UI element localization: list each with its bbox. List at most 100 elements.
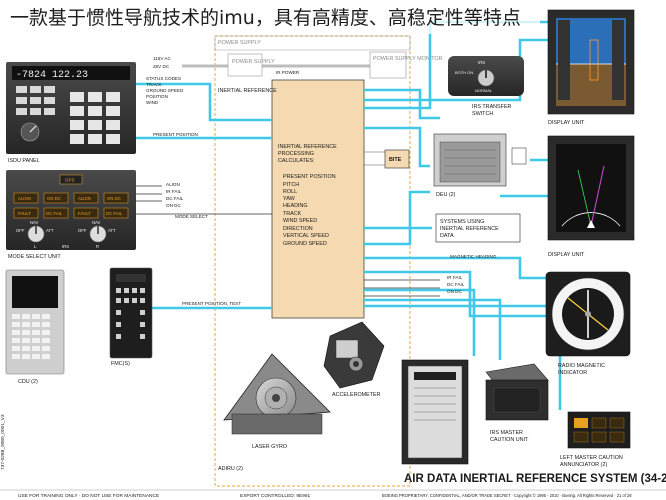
- adiru-label: ADIRU (2): [218, 466, 243, 472]
- isdu-panel: -7824 122.23: [6, 62, 136, 154]
- irs-transfer-switch-label-1: IRS TRANSFER: [472, 104, 512, 110]
- svg-text:INERTIAL REFERENCE: INERTIAL REFERENCE: [278, 144, 337, 150]
- svg-text:FAULT: FAULT: [18, 211, 31, 216]
- irs-master-caution-label-1: IRS MASTER: [490, 430, 523, 436]
- svg-text:WIND SPEED: WIND SPEED: [283, 218, 317, 224]
- svg-text:L: L: [34, 244, 37, 249]
- svg-text:IR FAIL: IR FAIL: [447, 275, 463, 280]
- svg-text:ATT: ATT: [46, 228, 54, 233]
- diagram-title: AIR DATA INERTIAL REFERENCE SYSTEM (34-2…: [404, 473, 666, 485]
- svg-text:OFF: OFF: [78, 228, 87, 233]
- mode-select-unit: GPS ALIGN ALIGN ON DC ON DC FAULT FAULT …: [6, 170, 136, 250]
- svg-text:HEADING: HEADING: [283, 203, 308, 209]
- power-supply-box: [227, 53, 263, 77]
- svg-text:PRESENT POSITION: PRESENT POSITION: [283, 174, 336, 180]
- irs-transfer-switch-label-2: SWITCH: [472, 111, 493, 117]
- power-supply-label: POWER SUPPLY: [232, 59, 275, 65]
- svg-text:DC FAIL: DC FAIL: [106, 211, 123, 216]
- rmi-instrument: [545, 271, 631, 357]
- power-supply-monitor-label: POWER SUPPLY MONITOR: [373, 56, 443, 62]
- systems-using-line-1: SYSTEMS USING: [440, 219, 484, 225]
- svg-text:ON DC: ON DC: [166, 203, 181, 208]
- cdu-label: CDU (2): [18, 379, 38, 385]
- laser-gyro-image: [223, 353, 331, 435]
- parameter-list: PRESENT POSITION PITCH ROLL YAW HEADING …: [283, 174, 336, 247]
- irs-master-caution-unit: [485, 363, 549, 421]
- svg-text:R: R: [96, 244, 99, 249]
- display-unit-1: [547, 9, 635, 115]
- svg-text:GPS: GPS: [65, 178, 75, 183]
- adiru-unit-image: [401, 359, 469, 465]
- bite-label: BITE: [389, 157, 402, 163]
- bite-box: [384, 149, 410, 169]
- power-supply-monitor-box: [369, 51, 407, 79]
- svg-text:ATT: ATT: [108, 228, 116, 233]
- footer-right: BOEING PROPRIETARY, CONFIDENTIAL, AND/OR…: [382, 493, 632, 498]
- isdu-panel-label: ISDU PANEL: [8, 158, 40, 164]
- mode-select-unit-label: MODE SELECT UNIT: [8, 254, 61, 260]
- mode-select-label: MODE SELECT: [175, 214, 208, 219]
- svg-text:DC FAIL: DC FAIL: [46, 211, 63, 216]
- svg-text:ALIGN: ALIGN: [166, 182, 180, 187]
- processing-lines: INERTIAL REFERENCE PROCESSING CALCULATES…: [278, 144, 337, 164]
- footer-left: USE FOR TRAINING ONLY · DO NOT USE FOR M…: [18, 493, 159, 499]
- systems-using-line-3: DATA: [440, 233, 454, 239]
- inertial-reference-label: INERTIAL REFERENCE: [218, 88, 277, 94]
- systems-using-line-2: INERTIAL REFERENCE: [440, 226, 499, 232]
- power-28-label: 28V DC: [153, 64, 170, 69]
- fmc-unit: [109, 267, 153, 359]
- svg-text:NAV: NAV: [92, 220, 101, 225]
- ir-fail-group-labels: IR FAIL DC FAIL ON DC: [447, 275, 465, 294]
- svg-text:NORMAL: NORMAL: [475, 88, 493, 93]
- svg-text:POSITION: POSITION: [146, 94, 168, 99]
- left-master-caution-label-1: LEFT MASTER CAUTION: [560, 455, 623, 461]
- rmi-label-2: INDICATOR: [558, 370, 587, 376]
- power-supply-header: POWER SUPPLY: [218, 40, 261, 46]
- cdu-unit: [5, 269, 65, 375]
- present-position-test-label: PRESENT POSITION, TEST: [182, 301, 241, 306]
- irs-transfer-switch: IRS BOTH ON NORMAL: [448, 56, 524, 96]
- svg-text:STATUS CODES: STATUS CODES: [146, 76, 181, 81]
- svg-text:ALIGN: ALIGN: [18, 196, 31, 201]
- power-supply-header-box: [214, 35, 411, 51]
- svg-text:ON DC: ON DC: [47, 196, 61, 201]
- control-lines: [136, 185, 440, 297]
- svg-text:ROLL: ROLL: [283, 189, 297, 195]
- svg-text:NAV: NAV: [30, 220, 39, 225]
- display-unit-1-label: DISPLAY UNIT: [548, 120, 585, 126]
- svg-text:IR FAIL: IR FAIL: [166, 189, 182, 194]
- laser-gyro-label: LASER GYRO: [252, 444, 287, 450]
- left-master-caution-label-2: ANNUNCIATOR (2): [560, 462, 607, 468]
- svg-text:GROUND SPEED: GROUND SPEED: [283, 241, 327, 247]
- svg-text:TRACK: TRACK: [283, 211, 302, 217]
- svg-text:TRACK: TRACK: [146, 82, 163, 87]
- display-unit-2: [547, 135, 635, 241]
- ir-processing-block: [271, 79, 365, 319]
- svg-text:GROUND SPEED: GROUND SPEED: [146, 88, 184, 93]
- svg-text:DC FAIL: DC FAIL: [447, 282, 465, 287]
- accelerometer-label: ACCELEROMETER: [332, 392, 381, 398]
- power-115-label: 115V AC: [153, 56, 171, 61]
- svg-text:ON DC: ON DC: [447, 289, 462, 294]
- systems-using-box: [435, 213, 521, 243]
- svg-text:CALCULATES:: CALCULATES:: [278, 158, 314, 164]
- svg-text:FAULT: FAULT: [78, 211, 91, 216]
- svg-text:YAW: YAW: [283, 196, 296, 202]
- svg-text:VERTICAL SPEED: VERTICAL SPEED: [283, 233, 329, 239]
- align-group-labels: ALIGN IR FAIL DC FAIL ON DC: [166, 182, 184, 208]
- svg-text:OFF: OFF: [16, 228, 25, 233]
- svg-text:ALIGN: ALIGN: [78, 196, 91, 201]
- present-position-label: PRESENT POSITION: [153, 132, 198, 137]
- deu-connector: [511, 147, 527, 165]
- overlay-caption: 一款基于惯性导航技术的imu，具有高精度、高稳定性等特点: [0, 4, 540, 34]
- isdu-readout: -7824 122.23: [16, 70, 88, 81]
- fmc-label: FMC(S): [111, 361, 130, 367]
- deu-label: DEU (2): [436, 192, 456, 198]
- svg-text:PITCH: PITCH: [283, 182, 299, 188]
- ir-power-label: IR POWER: [276, 70, 300, 75]
- deu-unit: [433, 133, 507, 187]
- svg-text:BOTH ON: BOTH ON: [455, 70, 473, 75]
- magnetic-heading-label: MAGNETIC HEADING: [450, 254, 497, 259]
- isdu-keypad: [70, 92, 120, 144]
